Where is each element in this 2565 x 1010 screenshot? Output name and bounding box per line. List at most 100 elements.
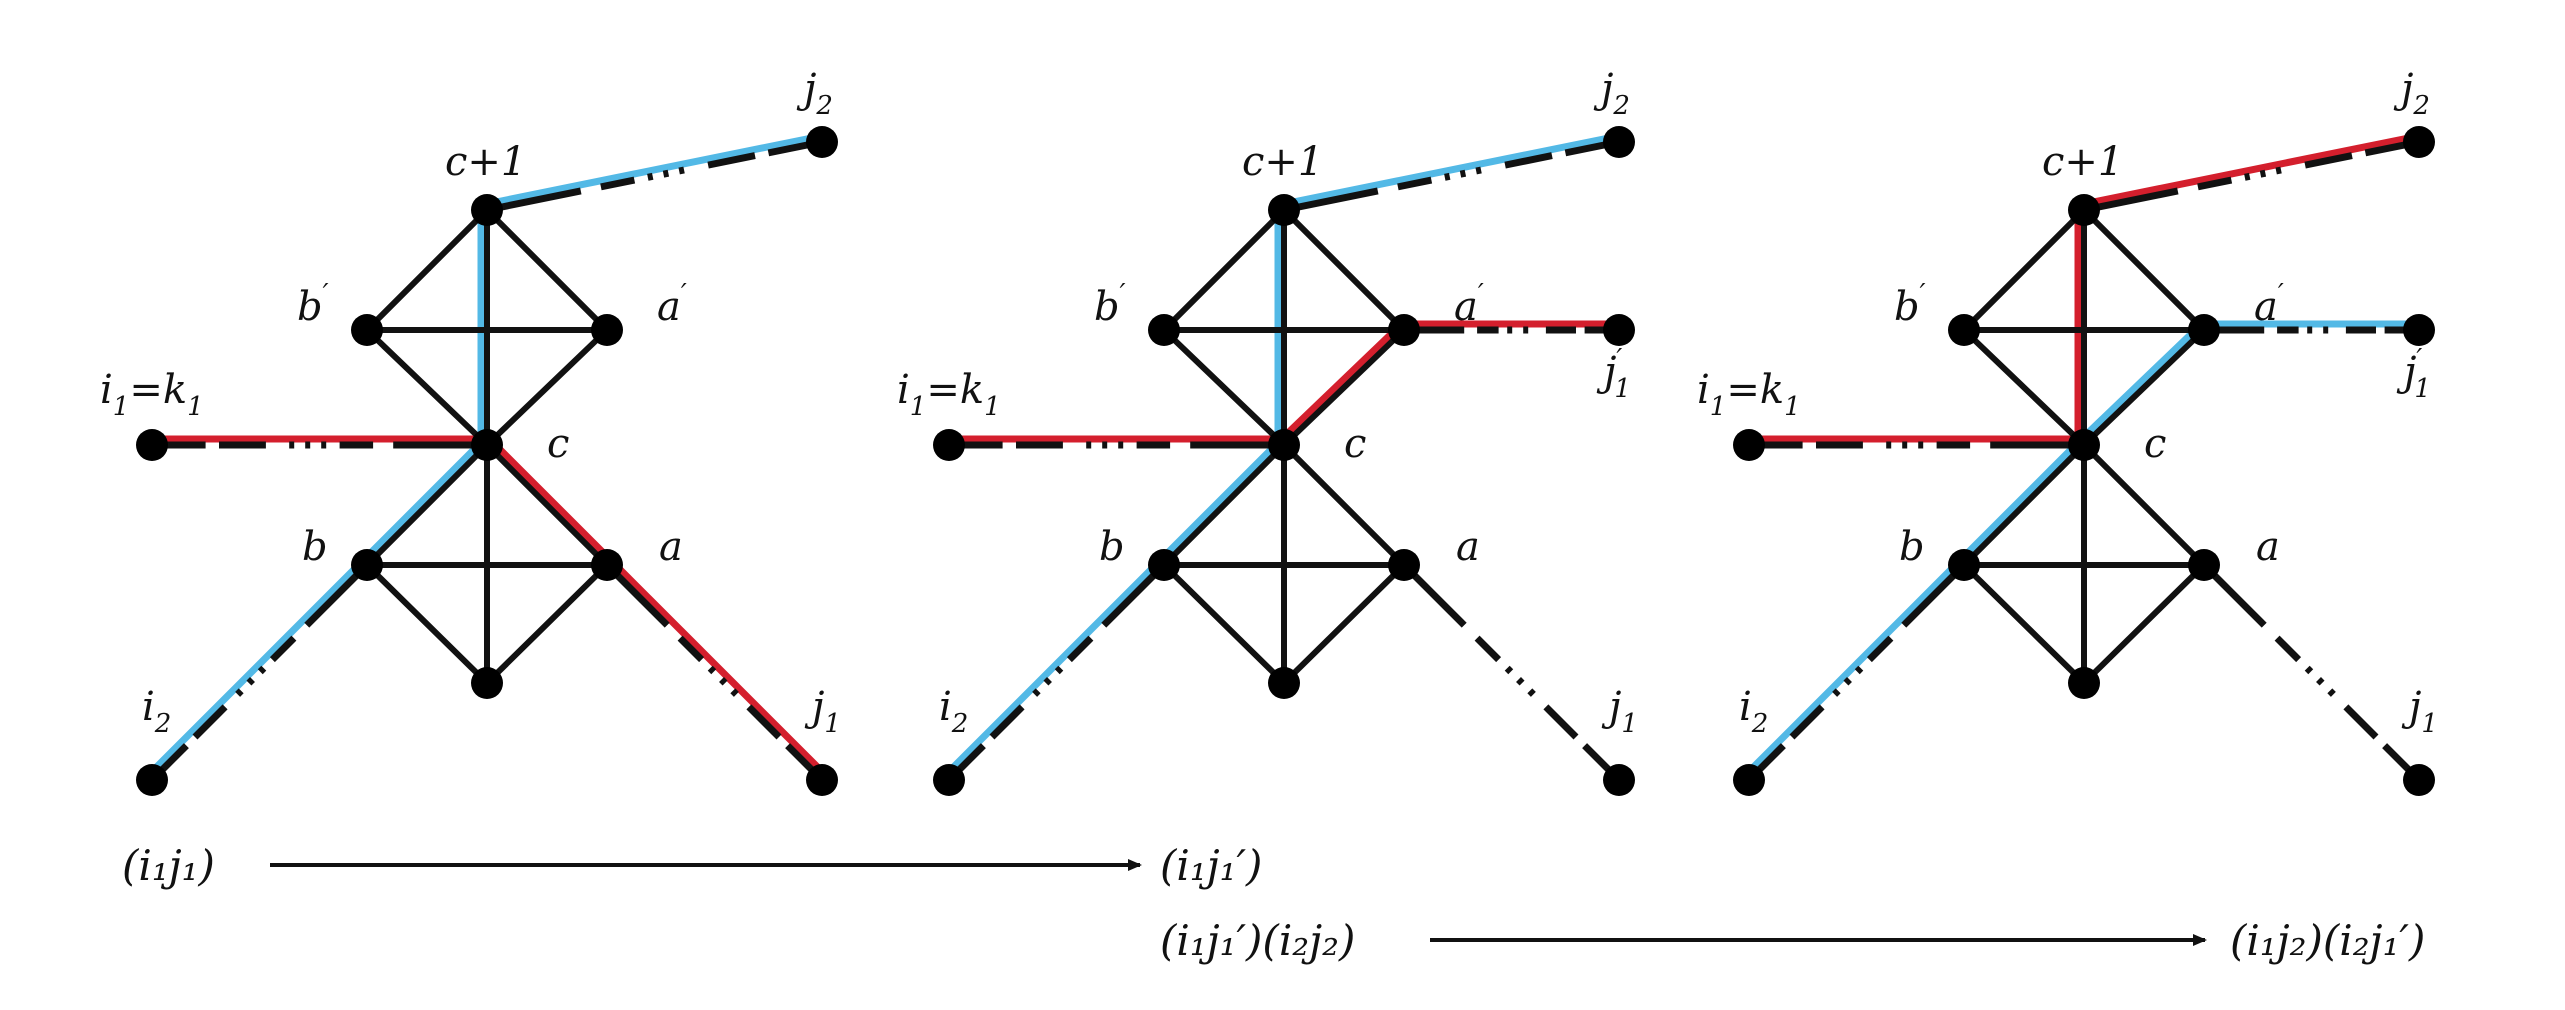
label-j2: j2 [796, 66, 833, 121]
vertex-cp1 [1268, 194, 1300, 226]
label-i2: i2 [1739, 684, 1768, 739]
vertex-j1p [2403, 314, 2435, 346]
vertex-ap [591, 314, 623, 346]
long-edge-to-i2 [1828, 665, 1864, 701]
vertex-j1 [2403, 764, 2435, 796]
graph-edge [364, 327, 490, 448]
vertex-j1p [1603, 314, 1635, 346]
vertex-b [1148, 549, 1180, 581]
graph-edge [484, 562, 610, 686]
panel-2-highlights [941, 132, 1623, 780]
label-j1: j1 [1601, 684, 1638, 739]
graph-edge [2081, 442, 2207, 568]
vertex-j1 [1603, 764, 1635, 796]
graph-edge [1161, 442, 1287, 568]
panel-3-nodes [1733, 126, 2435, 796]
blue-path-segment [1741, 557, 1964, 780]
equation-row-2: (i₁j₁′)(i₂j₂) (i₁j₂)(i₂j₁′) [1160, 916, 2425, 965]
vertex-a [2188, 549, 2220, 581]
panel-3-edges [1746, 138, 2422, 783]
vertex-a [1388, 549, 1420, 581]
vertex-i1 [1733, 429, 1765, 461]
graph-edge [2081, 327, 2207, 448]
graph-edge [1961, 327, 2087, 448]
graph-edge [1281, 207, 1407, 333]
label-j2: j2 [1593, 66, 1630, 121]
panel-2-edges [946, 138, 1622, 783]
label-c: c [2144, 421, 2166, 467]
red-path-segment [2079, 132, 2422, 208]
graph-edge [1961, 442, 2087, 568]
graph-edge [1961, 207, 2087, 333]
long-edge-to-j1 [746, 704, 782, 740]
vertex-j2 [1603, 126, 1635, 158]
graph-edge [2081, 562, 2207, 686]
vertex-b [1948, 549, 1980, 581]
red-path-segment [487, 437, 615, 565]
label-a-prime: a′ [2254, 279, 2284, 330]
vertex-j2 [2403, 126, 2435, 158]
long-edge-to-j2 [1504, 152, 1553, 169]
vertex-cp1 [2068, 194, 2100, 226]
panel-2-nodes [933, 126, 1635, 796]
red-path-segment [1276, 322, 1404, 445]
label-c: c [547, 421, 569, 467]
label-i2: i2 [939, 684, 968, 739]
label-b-prime: b′ [297, 279, 329, 330]
equation-1-left: (i₁j₁) [122, 841, 215, 890]
graph-edge [1961, 562, 2087, 686]
blue-path-segment [2076, 322, 2204, 445]
graph-edge [364, 562, 490, 686]
long-edge-to-j1 [1504, 665, 1540, 701]
vertex-c [1268, 429, 1300, 461]
long-edge-to-j2 [2304, 152, 2353, 169]
vertex-bot [471, 667, 503, 699]
long-edge-to-j2 [1397, 176, 1433, 191]
long-edge-to-i2 [1028, 665, 1064, 701]
blue-path-segment [359, 437, 487, 565]
vertex-b [351, 549, 383, 581]
graph-edge [364, 442, 490, 568]
graph-edge [1281, 327, 1407, 448]
graph-edge [1281, 562, 1407, 686]
long-edge-to-i2 [989, 704, 1025, 740]
graph-edge [1161, 327, 1287, 448]
panel-1-nodes [136, 126, 838, 796]
label-i1-equals-k1: i1=k1 [100, 367, 204, 422]
vertex-bot [1268, 667, 1300, 699]
label-j1-prime: j′1 [1596, 344, 1631, 404]
label-a-prime: a′ [1454, 279, 1484, 330]
label-j1: j1 [2401, 684, 2438, 739]
label-j2: j2 [2393, 66, 2430, 121]
label-c: c [1344, 421, 1366, 467]
label-c-plus-1: c+1 [445, 139, 526, 185]
vertex-i2 [933, 764, 965, 796]
vertex-i2 [136, 764, 168, 796]
graph-edge [484, 442, 610, 568]
vertex-ap [2188, 314, 2220, 346]
equation-2-left: (i₁j₁′)(i₂j₂) [1160, 916, 1355, 965]
label-b: b [1099, 524, 1125, 570]
long-edge-to-j2 [600, 176, 636, 191]
long-edge-to-i2 [269, 635, 297, 663]
vertex-bp [351, 314, 383, 346]
vertex-j1 [806, 764, 838, 796]
graph-edge [484, 207, 610, 333]
vertex-ap [1388, 314, 1420, 346]
long-edge-to-j1 [707, 665, 743, 701]
long-edge-to-j1 [2304, 665, 2340, 701]
blue-path-segment [1156, 437, 1284, 565]
graph-edge [1161, 207, 1287, 333]
vertex-bp [1148, 314, 1180, 346]
blue-path-segment [941, 557, 1164, 780]
long-edge-to-i2 [192, 704, 228, 740]
long-edge-to-i2 [1866, 635, 1894, 663]
equation-1-right: (i₁j₁′) [1160, 841, 1262, 890]
red-path-segment [607, 557, 830, 780]
vertex-i1 [136, 429, 168, 461]
